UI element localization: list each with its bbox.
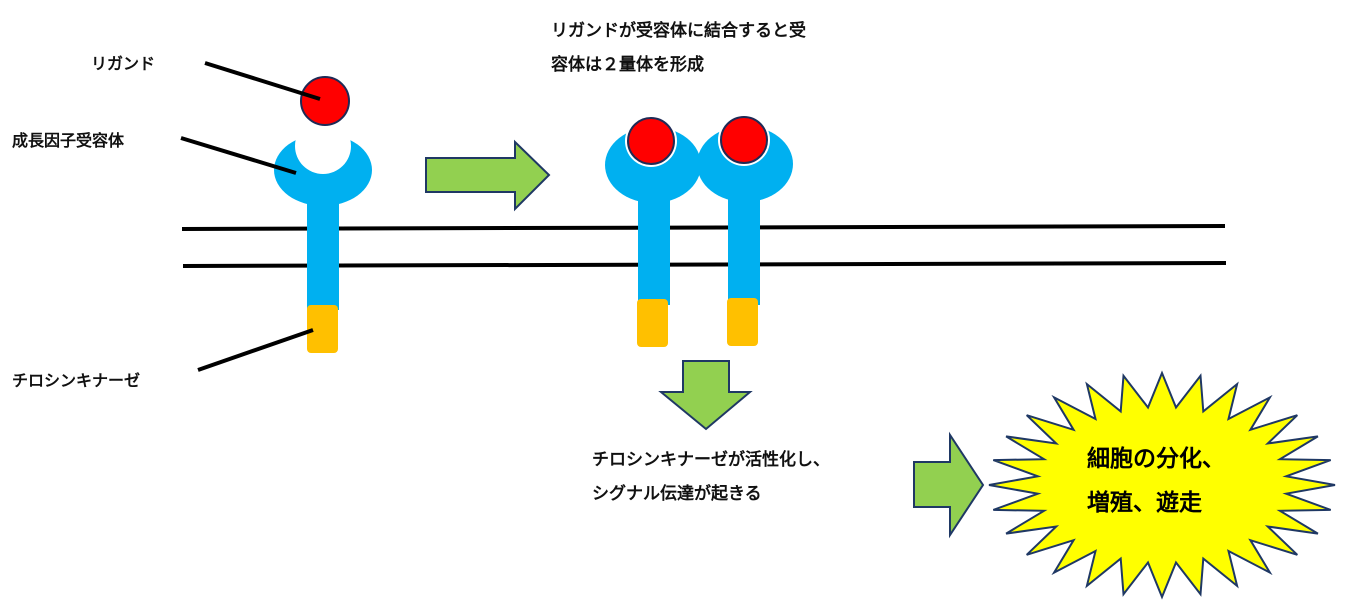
signal-caption-line1: チロシンキナーゼが活性化し、 bbox=[592, 450, 830, 470]
arrow-down-icon bbox=[658, 360, 753, 431]
ligand bbox=[627, 117, 675, 165]
starburst-shape bbox=[988, 370, 1336, 600]
signal-caption-line2: シグナル伝達が起きる bbox=[592, 484, 762, 504]
outcome-text: 細胞の分化、 増殖、遊走 bbox=[1087, 437, 1225, 525]
outcome-line1: 細胞の分化、 bbox=[1087, 446, 1225, 472]
arrow-right-icon bbox=[425, 139, 551, 212]
arrow-right-icon bbox=[913, 431, 985, 539]
tyrosine-kinase-domain bbox=[637, 299, 668, 347]
kinase-leader-line bbox=[197, 328, 314, 372]
membrane-inner-line bbox=[182, 261, 1227, 268]
binding-pocket bbox=[295, 118, 351, 174]
ligand bbox=[720, 116, 768, 164]
membrane-outer-line bbox=[181, 224, 1226, 231]
dimerization-caption: リガンドが受容体に結合すると受 容体は２量体を形成 bbox=[551, 14, 806, 82]
receptor-stem bbox=[728, 190, 760, 305]
tyrosine-kinase-domain bbox=[307, 305, 338, 353]
outcome-line2: 増殖、遊走 bbox=[1087, 490, 1202, 516]
ligand-label: リガンド bbox=[91, 54, 156, 73]
receptor-leader-line bbox=[180, 136, 297, 175]
receptor-dimer bbox=[605, 114, 793, 347]
receptor-label: 成長因子受容体 bbox=[12, 131, 125, 150]
kinase-label: チロシンキナーゼ bbox=[12, 371, 141, 390]
tyrosine-kinase-domain bbox=[727, 298, 758, 346]
signal-caption: チロシンキナーゼが活性化し、 シグナル伝達が起きる bbox=[592, 443, 830, 511]
ligand-leader-line bbox=[204, 61, 321, 101]
dimerization-caption-line2: 容体は２量体を形成 bbox=[551, 55, 704, 75]
receptor-stem bbox=[307, 195, 339, 310]
receptor-monomer bbox=[274, 118, 372, 353]
receptor-stem bbox=[638, 190, 670, 305]
dimerization-caption-line1: リガンドが受容体に結合すると受 bbox=[551, 21, 806, 41]
ligand bbox=[300, 76, 350, 126]
